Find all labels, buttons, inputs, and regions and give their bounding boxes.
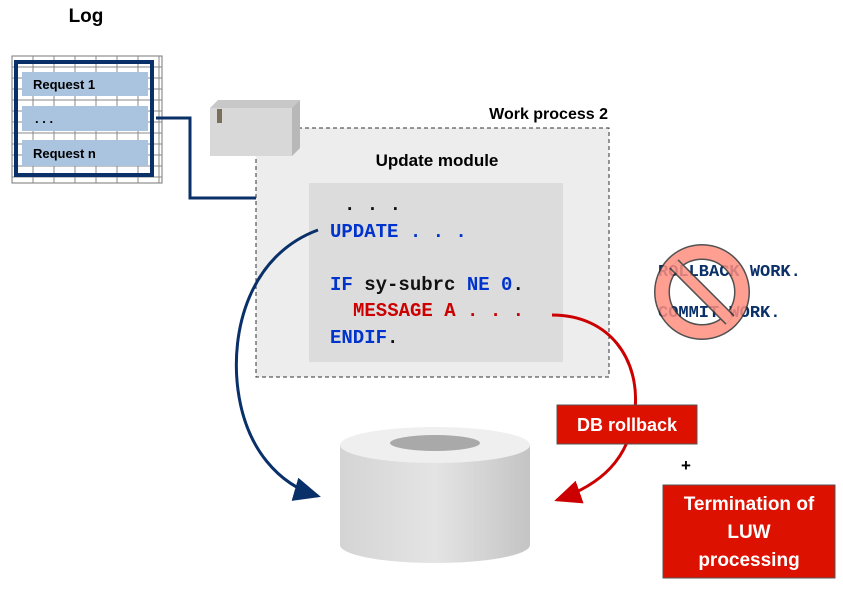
log-row [22,106,148,131]
code-line-endif: ENDIF. [330,327,398,349]
code-line-message: MESSAGE A . . . [353,300,524,322]
termination-line-3: processing [698,550,799,571]
log-title: Log [69,6,104,27]
update-to-db-arrow [234,228,321,501]
prohibited-icon [654,244,750,340]
termination-line-2: LUW [727,522,770,543]
log-request-n: Request n [33,146,96,161]
db-rollback-box [556,404,698,445]
termination-line-1: Termination of [684,494,815,515]
code-line-update: UPDATE . . . [330,221,467,243]
termination-box [662,484,836,579]
database-icon [340,427,530,563]
log-request-ellipsis: . . . [35,111,53,126]
code-block [309,183,563,362]
work-process-title: Work process 2 [489,106,608,123]
server-icon [210,100,300,156]
code-line-ellipsis: . . . [344,194,401,216]
log-to-update-arrow [156,116,305,210]
code-listing: . . . UPDATE . . . IF sy-subrc NE 0. MES… [330,194,524,349]
log-row [22,72,148,96]
log-row [22,140,148,166]
update-module-title: Update module [376,151,499,170]
log-request-1: Request 1 [33,77,95,92]
plus-sign: + [681,456,691,475]
log-table: Request 1 . . . Request n [11,55,163,184]
db-rollback-label: DB rollback [577,415,678,435]
code-line-if: IF sy-subrc NE 0. [330,274,524,296]
